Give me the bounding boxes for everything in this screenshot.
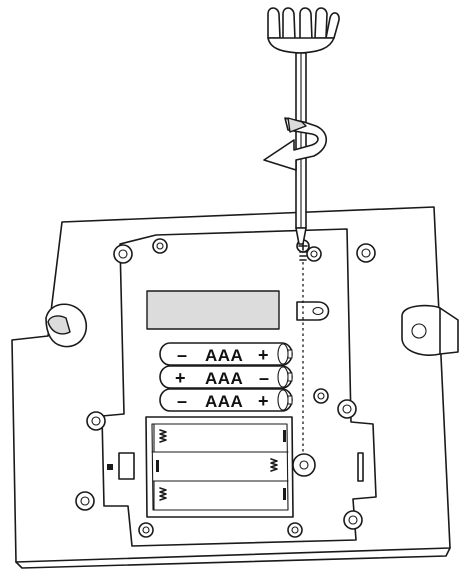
- door-latch-tab: [297, 302, 329, 320]
- mounting-hole: [153, 239, 167, 253]
- label-plate: [147, 291, 279, 329]
- mounting-hole: [76, 492, 94, 510]
- battery-right-polarity: +: [258, 345, 269, 365]
- battery-left-polarity: –: [177, 345, 187, 365]
- battery-flat-contact: [156, 460, 159, 472]
- battery-right-polarity: –: [259, 368, 269, 388]
- battery-left-polarity: +: [175, 368, 186, 388]
- battery-type-label: AAA: [205, 369, 243, 388]
- battery-right-polarity: +: [258, 391, 269, 411]
- mounting-hole: [314, 389, 328, 403]
- battery-flat-contact: [283, 430, 286, 442]
- mounting-hole: [338, 400, 356, 418]
- mounting-hole: [357, 244, 375, 262]
- battery-type-label: AAA: [205, 392, 243, 411]
- battery: + AAA –: [160, 366, 292, 388]
- mounting-hole: [344, 511, 362, 529]
- mounting-hole: [307, 247, 321, 261]
- mounting-hole: [139, 523, 153, 537]
- battery-holder-tray: [146, 417, 293, 517]
- counterclockwise-arrow-icon: [264, 118, 326, 170]
- right-side-clip: [402, 306, 458, 356]
- mounting-hole: [114, 245, 132, 263]
- left-latch-knob: [46, 304, 86, 346]
- tray-screw-boss: [293, 454, 315, 476]
- battery: – AAA +: [160, 389, 292, 411]
- battery-left-polarity: –: [177, 391, 187, 411]
- battery: – AAA +: [160, 343, 292, 365]
- side-slot: [358, 453, 363, 481]
- battery-flat-contact: [283, 488, 286, 500]
- mounting-hole: [87, 412, 105, 430]
- battery-type-label: AAA: [205, 346, 243, 365]
- mounting-hole: [288, 523, 302, 537]
